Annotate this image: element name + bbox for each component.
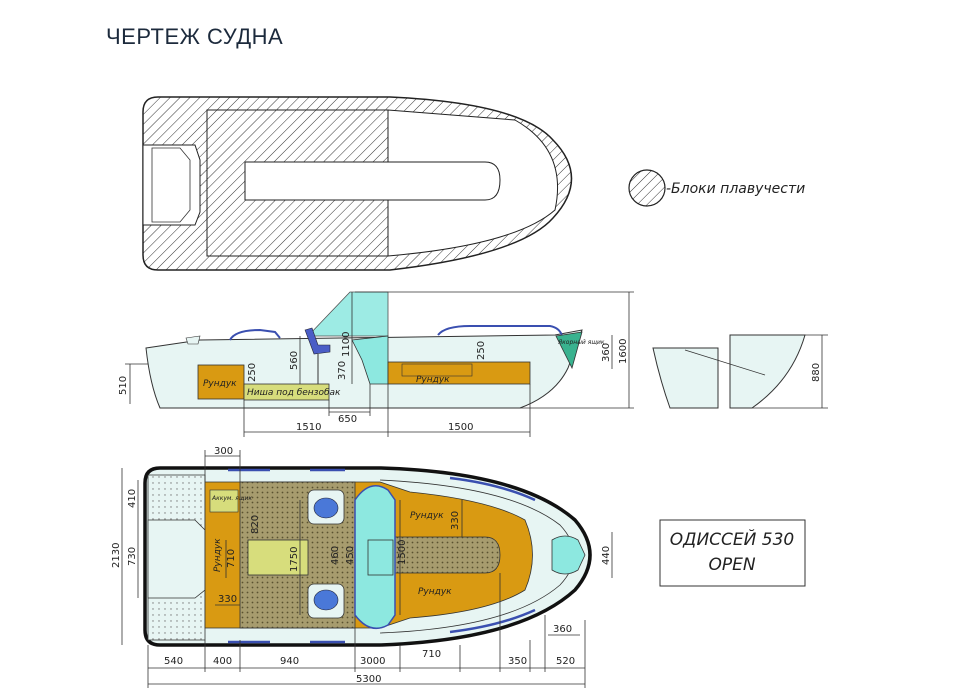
dim-440: 440	[601, 546, 612, 565]
page-title: ЧЕРТЕЖ СУДНА	[106, 24, 284, 49]
dim-360: 360	[601, 343, 612, 362]
dim-360-plan: 360	[553, 624, 572, 635]
dim-820: 820	[250, 515, 261, 534]
model-name: ОДИССЕЙ 530	[670, 528, 794, 550]
dim-650: 650	[338, 414, 357, 425]
dim-710a: 710	[226, 549, 237, 568]
dim-560: 560	[289, 351, 300, 370]
dim-520: 520	[556, 656, 575, 667]
chest-top-label: Рундук	[410, 511, 444, 521]
dim-300: 300	[214, 446, 233, 457]
dim-410: 410	[127, 489, 138, 508]
legend: -Блоки плавучести	[628, 169, 805, 207]
buoyancy-plan	[142, 96, 573, 271]
dim-250a: 250	[247, 363, 258, 382]
chest-mid-label: Рундук	[416, 375, 450, 385]
dim-330a: 330	[218, 594, 237, 605]
dim-1750: 1750	[289, 547, 300, 572]
stern-recess	[142, 144, 201, 226]
dim-730: 730	[127, 547, 138, 566]
anchor-locker-label: Якорный ящик	[557, 339, 605, 346]
dim-3000: 3000	[360, 656, 385, 667]
chest-mid	[387, 361, 531, 385]
rail-aft	[229, 328, 281, 341]
dim-940: 940	[280, 656, 299, 667]
dim-400: 400	[213, 656, 232, 667]
dim-540: 540	[164, 656, 183, 667]
dim-2130: 2130	[111, 543, 122, 568]
transom-right	[729, 334, 806, 409]
dim-460: 460	[330, 546, 341, 565]
dim-710b: 710	[422, 649, 441, 660]
battery-label: Аккум. ящик	[211, 495, 252, 502]
dim-370: 370	[337, 361, 348, 380]
fuel-niche	[243, 383, 330, 401]
fuel-niche-label: Ниша под бензобак	[247, 388, 341, 398]
side-view: Рундук Ниша под бензобак Рундук Якорный …	[118, 291, 634, 437]
transom-view: 880	[652, 334, 828, 409]
dim-880: 880	[811, 363, 822, 382]
dim-1100: 1100	[341, 332, 352, 357]
model-box: ОДИССЕЙ 530 OPEN	[659, 519, 806, 587]
plan-anchor-locker	[551, 535, 586, 575]
model-variant: OPEN	[708, 555, 755, 575]
plan-view: Аккум. ящик Рундук Рундук Рундук 2130 41…	[111, 446, 613, 688]
anchor-locker	[555, 331, 583, 370]
plan-console	[367, 539, 394, 576]
bow-deck-strip	[394, 536, 501, 574]
plan-rail-3	[449, 476, 536, 502]
transom-left	[652, 347, 719, 409]
legend-label: -Блоки плавучести	[666, 181, 805, 197]
dim-330b: 330	[450, 511, 461, 530]
dim-5300: 5300	[356, 674, 381, 685]
battery-box	[209, 489, 239, 513]
chest-aft-label: Рундук	[203, 379, 237, 389]
chest-bottom-label: Рундук	[418, 587, 452, 597]
dim-350: 350	[508, 656, 527, 667]
dim-250b: 250	[476, 341, 487, 360]
plan-fuel-niche	[247, 539, 309, 576]
chest-aft	[197, 364, 245, 400]
helm-seat	[304, 327, 331, 355]
windshield	[307, 291, 389, 337]
dim-450: 450	[345, 546, 356, 565]
legend-hatch-swatch	[628, 169, 666, 207]
dim-510: 510	[118, 376, 129, 395]
plan-rail-6	[449, 608, 536, 634]
center-slot	[244, 161, 501, 201]
rail-bow	[437, 325, 563, 337]
dim-1500: 1500	[448, 422, 473, 433]
dim-1500-plan: 1500	[397, 540, 408, 565]
chest-left-label: Рундук	[213, 538, 223, 572]
dim-1510: 1510	[296, 422, 321, 433]
dim-1600: 1600	[618, 339, 629, 364]
console	[351, 335, 389, 385]
